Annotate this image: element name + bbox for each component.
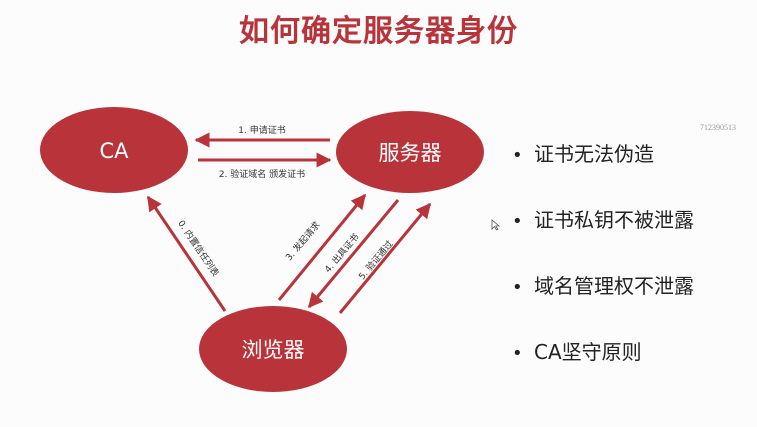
list-item: • CA坚守原则 xyxy=(512,336,694,402)
list-item: • 证书无法伪造 xyxy=(512,138,694,204)
bullet-icon: • xyxy=(512,211,523,232)
edge-apply-cert-label: 1. 申请证书 xyxy=(238,124,285,136)
watermark-id: 712390513 xyxy=(700,123,736,132)
edge-send-request-label: 3. 发起请求 xyxy=(283,219,323,263)
requirements-list: • 证书无法伪造 • 证书私钥不被泄露 • 域名管理权不泄露 • CA坚守原则 xyxy=(512,138,694,402)
list-item: • 证书私钥不被泄露 xyxy=(512,204,694,270)
edge-verify-issue: 2. 验证域名 颁发证书 xyxy=(198,152,332,180)
list-item: • 域名管理权不泄露 xyxy=(512,270,694,336)
browser-node: 浏览器 xyxy=(199,306,347,392)
server-node: 服务器 xyxy=(336,111,484,193)
mouse-cursor-icon xyxy=(491,219,501,231)
ca-node: CA xyxy=(40,107,188,193)
bullet-icon: • xyxy=(512,343,523,364)
list-item-text: 证书私钥不被泄露 xyxy=(534,208,694,232)
edge-verify-issue-label: 2. 验证域名 颁发证书 xyxy=(219,168,305,180)
server-node-label: 服务器 xyxy=(379,141,442,165)
edge-apply-cert: 1. 申请证书 xyxy=(194,124,330,148)
list-item-text: 域名管理权不泄露 xyxy=(534,274,694,298)
edge-trust-list: 0. 内置信任列表 xyxy=(146,195,227,312)
bullet-icon: • xyxy=(512,145,523,166)
bullet-icon: • xyxy=(512,277,523,298)
list-item-text: 证书无法伪造 xyxy=(534,142,654,166)
browser-node-label: 浏览器 xyxy=(242,338,305,362)
slide-title: 如何确定服务器身份 xyxy=(239,14,518,49)
ca-node-label: CA xyxy=(99,139,129,163)
list-item-text: CA坚守原则 xyxy=(534,340,642,364)
edge-verify-pass: 5. 验证通过 xyxy=(338,202,432,314)
